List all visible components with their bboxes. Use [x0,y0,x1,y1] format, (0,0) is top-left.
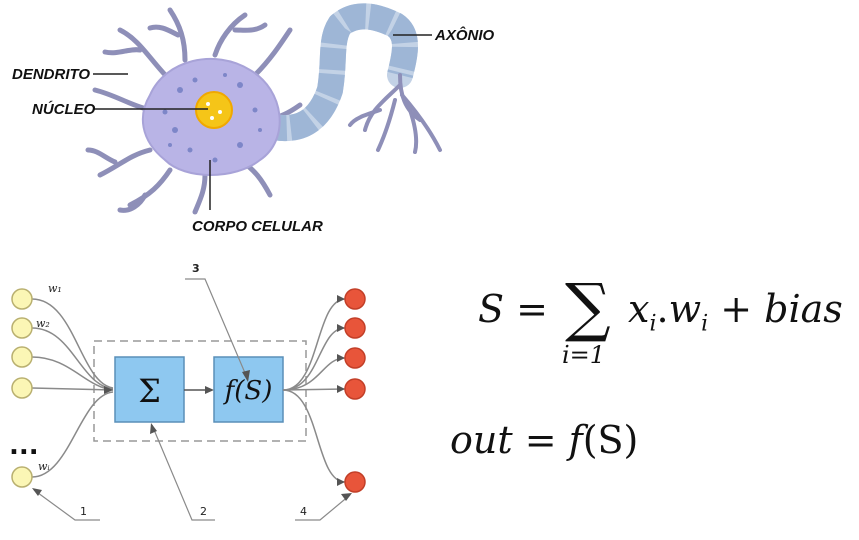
sum-formula-rhs: xi.wi + bias [628,287,843,337]
summation-index: i=1 [562,341,606,369]
activation-block [213,356,284,423]
summation-symbol: ∑ [565,271,611,345]
sum-input-arrowhead [104,386,113,394]
label-axon: AXÔNIO [434,26,495,44]
weight-label-w1: w₁ [48,282,62,295]
callout-3: 3 [192,262,200,275]
output-nodes [344,288,366,493]
sum-block [114,356,185,423]
label-nucleus: NÚCLEO [32,100,96,118]
callout-1-arrowhead [32,488,42,496]
leader-lines [93,34,432,210]
output-formula: out = f(S) [450,418,638,462]
cell-granules [162,73,262,163]
callout-4: 4 [300,505,307,518]
output-node [344,288,366,310]
output-connections [282,298,346,483]
callout-lines [33,278,351,521]
callout-3-arrowhead [242,370,250,382]
sum-block-symbol: Σ [138,372,161,410]
sum-formula-lhs: S = [478,287,548,331]
fn-arg: (S) [582,418,639,462]
callout-4-arrowhead [341,493,352,501]
var-out: out [450,418,513,462]
neuron-illustration: DENDRITO NÚCLEO CORPO CELULAR AXÔNIO [12,3,495,235]
activation-input-arrowhead [205,386,214,394]
weight-label-w2: w₂ [36,317,50,330]
input-nodes [11,288,33,488]
equals: = [512,418,569,462]
sub-i-2: i [701,311,709,337]
input-node [11,288,33,310]
weight-label-wi: wᵢ [38,460,50,473]
output-node [344,347,366,369]
dendrites [85,7,303,215]
fn-f: f [568,418,583,462]
perceptron-diagram: ... w₁ w₂ wᵢ Σ f(S) [9,262,366,521]
var-bias: + bias [708,287,843,331]
input-node [11,346,33,368]
output-arrowheads [337,295,345,486]
callout-2-arrowhead [150,423,157,434]
label-cell-body: CORPO CELULAR [192,218,323,235]
sub-i-1: i [649,311,657,337]
var-w: w [668,287,702,331]
nucleus [195,91,233,129]
callout-2: 2 [200,505,207,518]
output-node [344,317,366,339]
input-ellipsis: ... [9,431,39,461]
axon-terminals [348,73,442,154]
output-node [344,378,366,400]
input-node [11,466,33,488]
label-dendrite: DENDRITO [12,66,90,83]
input-node [11,317,33,339]
axon [252,3,418,142]
dot: . [656,287,669,331]
neuron-boundary-box [93,340,307,442]
var-x: x [628,287,650,331]
output-node [344,471,366,493]
callout-1: 1 [80,505,87,518]
input-node [11,377,33,399]
sum-formula-lhs-text: S = [478,287,548,331]
